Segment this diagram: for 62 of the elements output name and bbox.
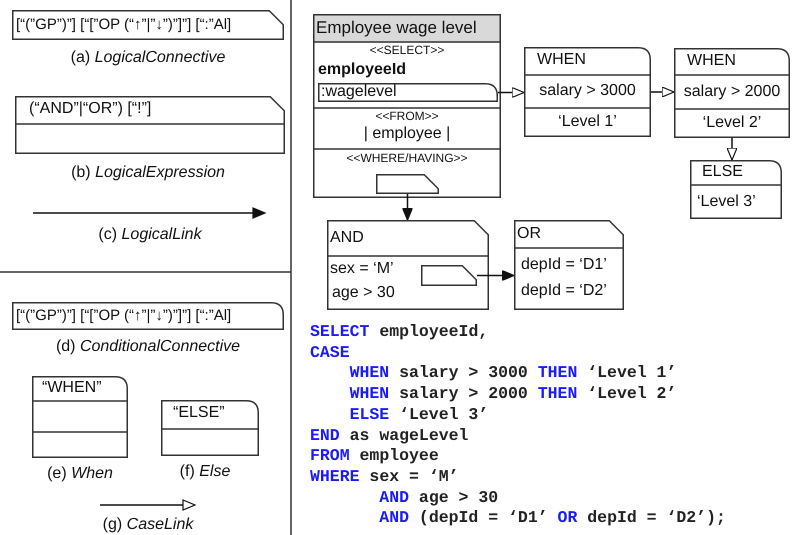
expression-box (15, 96, 285, 154)
box-title: AND (330, 229, 364, 248)
keyword-text: “WHEN” (42, 379, 102, 398)
column-name: employeeId (318, 61, 406, 80)
stereotype-label: <<FROM>> (375, 110, 439, 124)
when-box (674, 48, 790, 138)
connective-box (12, 10, 284, 40)
condition-text: salary > 2000 (684, 83, 780, 102)
notation-text: [“(”GP”)”] [“[”OP (“↑”|”↓”)”]”] [“:”Al] (16, 307, 232, 324)
connective-box (421, 265, 477, 286)
figure-caption: (c) LogicalLink (98, 226, 202, 244)
when-box (32, 376, 128, 458)
query-box (313, 14, 501, 198)
condition-text: depId = ‘D2’ (521, 282, 607, 300)
connective-box (318, 83, 498, 102)
result-text: ‘Level 3’ (697, 193, 756, 212)
arrow (477, 270, 515, 282)
alias-text: :wagelevel (321, 83, 397, 102)
else-box (161, 400, 259, 456)
expression-box (327, 220, 489, 310)
when-box (524, 47, 651, 137)
result-text: ‘Level 1’ (558, 113, 617, 132)
code-line: ELSE ‘Level 3’ (350, 404, 488, 426)
figure-caption: (a) LogicalConnective (70, 49, 226, 67)
condition-text: depId = ‘D1’ (521, 256, 607, 274)
code-line: END as wageLevel (310, 426, 468, 446)
box-title: ELSE (702, 163, 743, 182)
arrow (402, 194, 414, 221)
code-line: CASE (310, 342, 350, 364)
figure-caption: (e) When (47, 465, 113, 483)
box-title: WHEN (537, 51, 586, 70)
code-line: FROM employee (310, 446, 439, 467)
condition-text: age > 30 (332, 284, 395, 302)
figure-caption: (b) LogicalExpression (71, 164, 225, 182)
box-title: OR (517, 225, 541, 244)
notation-text: [“(”GP”)”] [“[”OP (“↑”|”↓”)”]”] [“:”Al] (16, 16, 232, 34)
arrow (726, 138, 738, 161)
code-line: WHERE sex = ‘M’ (310, 466, 459, 488)
stereotype-label: <<SELECT>> (370, 44, 444, 58)
code-line: WHEN salary > 3000 THEN ‘Level 1’ (350, 363, 676, 384)
table-name: | employee | (364, 125, 450, 144)
box-title: WHEN (687, 52, 736, 70)
code-line: SELECT employeeId, (310, 322, 488, 343)
figure-caption: (f) Else (180, 463, 230, 481)
code-line: AND (depId = ‘D1’ OR depId = ‘D2’); (379, 508, 726, 529)
box-title: Employee wage level (316, 18, 477, 38)
notation-text: (“AND”|“OR”) [“!”] (29, 100, 152, 118)
else-box (690, 160, 782, 219)
code-line: WHEN salary > 2000 THEN ‘Level 2’ (350, 384, 676, 405)
connective-box (12, 302, 284, 330)
condition-text: sex = ‘M’ (330, 260, 394, 278)
figure-caption: (g) CaseLink (102, 516, 194, 534)
code-line: AND age > 30 (379, 488, 498, 508)
keyword-text: “ELSE” (173, 404, 225, 422)
stereotype-label: <<WHERE/HAVING>> (346, 152, 468, 166)
arrow (651, 86, 675, 98)
figure-caption: (d) ConditionalConnective (56, 338, 240, 356)
connective-box (376, 174, 439, 194)
expression-box (514, 220, 624, 310)
arrow (498, 86, 525, 98)
condition-text: salary > 3000 (539, 82, 636, 100)
result-text: ‘Level 2’ (702, 114, 762, 132)
